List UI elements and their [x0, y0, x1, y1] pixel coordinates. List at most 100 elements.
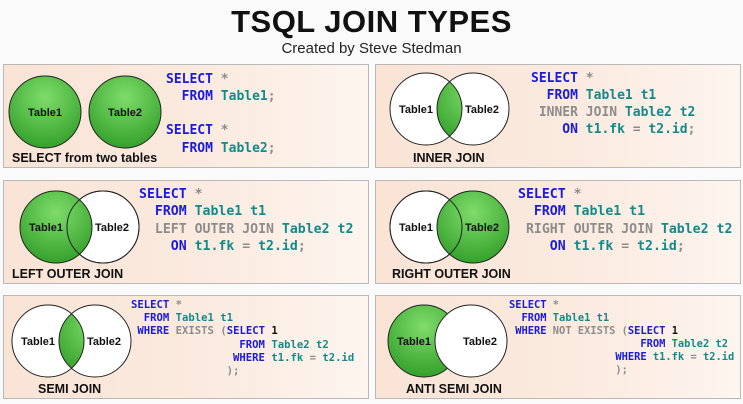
- label-table2: Table2: [95, 222, 129, 234]
- code-token: SELECT: [627, 325, 666, 337]
- sql-code: SELECT * FROM Table1 t1 WHERE EXISTS (SE…: [131, 299, 354, 378]
- label-table2: Table2: [465, 104, 499, 116]
- code-token: t1.fk: [577, 122, 625, 138]
- code-token: 1: [264, 325, 278, 338]
- code-token: ;: [267, 140, 276, 156]
- sql-code: SELECT * FROM Table1 t1 LEFT OUTER JOIN …: [139, 186, 353, 256]
- panel-right-outer-join: Table1 Table2 RIGHT OUTER JOIN SELECT * …: [375, 180, 741, 284]
- panel-caption: RIGHT OUTER JOIN: [392, 267, 511, 281]
- code-token: ;: [676, 239, 685, 255]
- code-token: FROM: [166, 140, 213, 156]
- code-token: FROM: [131, 312, 170, 325]
- code-token: Table2 t2: [665, 338, 728, 350]
- venn-diagram: Table1 Table2: [389, 72, 510, 146]
- label-table2: Table2: [87, 336, 121, 348]
- sql-code: SELECT * FROM Table1 t1 RIGHT OUTER JOIN…: [518, 186, 732, 256]
- code-token: WHERE: [131, 351, 265, 364]
- code-token: SELECT: [166, 123, 213, 139]
- panel-semi-join: Table1 Table2 SEMI JOIN SELECT * FROM Ta…: [3, 295, 369, 399]
- code-token: t2.id: [696, 351, 735, 363]
- label-table2: Table2: [463, 336, 497, 348]
- code-token: =: [624, 122, 641, 138]
- panel-inner-join: Table1 Table2 INNER JOIN SELECT * FROM T…: [375, 64, 741, 168]
- code-token: Table2 t2: [264, 338, 329, 351]
- code-token: FROM: [166, 89, 213, 105]
- code-token: SELECT: [531, 71, 578, 86]
- code-token: FROM: [139, 204, 187, 220]
- code-token: Table2 t2: [652, 221, 733, 237]
- code-token: WHERE: [509, 325, 547, 337]
- code-token: Table2: [212, 140, 268, 156]
- code-token: Table2 t2: [617, 105, 696, 121]
- code-token: SELECT: [166, 72, 213, 87]
- code-token: );: [509, 364, 628, 376]
- code-token: ;: [267, 89, 276, 105]
- code-token: Table1 t1: [186, 204, 267, 220]
- circle-table2: [437, 191, 509, 263]
- code-token: Table1 t1: [546, 312, 610, 324]
- circle-table2: [88, 75, 162, 149]
- label-table1: Table1: [29, 222, 63, 234]
- venn-diagram: Table1 Table2: [11, 304, 132, 378]
- code-token: FROM: [509, 312, 547, 324]
- panel-caption: SEMI JOIN: [38, 382, 102, 396]
- code-token: ;: [687, 122, 696, 138]
- code-token: SELECT: [226, 325, 265, 338]
- panel-caption: LEFT OUTER JOIN: [12, 267, 124, 281]
- label-table1: Table1: [397, 336, 431, 348]
- code-token: EXISTS: [169, 325, 214, 338]
- code-token: SELECT: [509, 299, 547, 311]
- page-title: TSQL JOIN TYPES: [231, 4, 512, 39]
- code-token: SELECT: [139, 187, 187, 202]
- code-token: Table1 t1: [565, 204, 646, 220]
- code-token: SELECT: [131, 299, 170, 311]
- code-token: ON: [531, 122, 578, 138]
- label-table2: Table2: [465, 222, 499, 234]
- code-token: (: [213, 325, 227, 338]
- code-token: RIGHT OUTER JOIN: [518, 221, 653, 237]
- code-token: WHERE: [509, 351, 647, 363]
- code-token: *: [577, 71, 594, 86]
- code-token: *: [212, 72, 229, 87]
- code-token: *: [186, 187, 203, 202]
- code-token: ON: [139, 239, 187, 255]
- code-token: Table1 t1: [577, 88, 657, 104]
- sql-code: SELECT * FROM Table1; SELECT * FROM Tabl…: [166, 71, 276, 157]
- code-token: FROM: [131, 338, 265, 351]
- code-token: =: [303, 351, 316, 364]
- code-token: t1.fk: [264, 351, 304, 364]
- sql-code: SELECT * FROM Table1 t1 INNER JOIN Table…: [531, 70, 695, 139]
- venn-diagram: Table1 Table2: [389, 190, 510, 264]
- code-token: ;: [297, 239, 306, 255]
- panel-caption: SELECT from two tables: [12, 151, 158, 165]
- code-token: SELECT: [518, 187, 566, 202]
- panel-anti-semi-join: Table1 Table2 ANTI SEMI JOIN SELECT * FR…: [375, 295, 741, 399]
- code-token: Table1: [212, 89, 268, 105]
- code-token: =: [684, 351, 697, 363]
- circle-table1: [20, 191, 92, 263]
- code-token: LEFT OUTER JOIN: [139, 221, 274, 237]
- label-table1: Table1: [21, 336, 55, 348]
- page-subtitle: Created by Steve Stedman: [281, 40, 462, 57]
- panel-caption: ANTI SEMI JOIN: [406, 382, 502, 396]
- code-token: INNER JOIN: [531, 105, 618, 121]
- code-token: Table2 t2: [273, 221, 354, 237]
- code-token: (: [615, 325, 628, 337]
- panel-caption: INNER JOIN: [413, 151, 485, 165]
- code-token: t2.id: [250, 239, 298, 255]
- circle-table2: [434, 304, 508, 378]
- circle-table1: [8, 75, 82, 149]
- panel-select-two-tables: Table1 Table2 SELECT from two tables SEL…: [3, 64, 369, 168]
- label-table1: Table1: [28, 107, 62, 119]
- code-token: NOT EXISTS: [546, 325, 616, 337]
- code-token: =: [234, 239, 251, 255]
- intersection-fill: [437, 73, 462, 145]
- code-token: WHERE: [131, 325, 170, 338]
- code-token: Table1 t1: [169, 312, 234, 325]
- label-table1: Table1: [399, 104, 433, 116]
- venn-diagram: Table1 Table2: [19, 190, 140, 264]
- code-token: t1.fk: [565, 239, 614, 255]
- venn-diagram: Table1 Table2: [8, 75, 162, 149]
- code-token: t2.id: [640, 122, 688, 138]
- code-token: t2.id: [629, 239, 677, 255]
